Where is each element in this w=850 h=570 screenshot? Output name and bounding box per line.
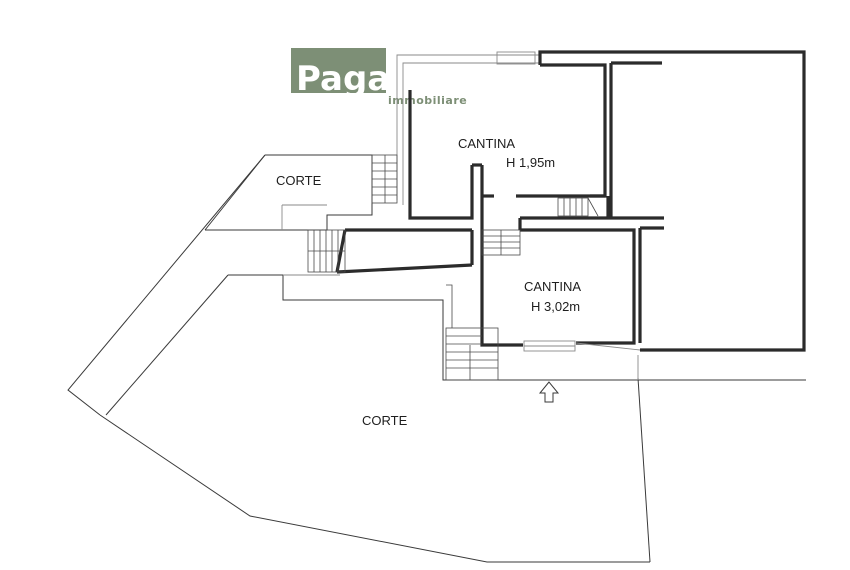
stair-center: [481, 229, 521, 256]
top-window: [496, 51, 536, 65]
yard-lower-name: CORTE: [362, 413, 408, 428]
yard-boundaries: [67, 154, 806, 563]
paganini-logo: Paganini immobiliare: [291, 48, 467, 107]
upper-yard-outline: [205, 154, 373, 231]
stair-upper-left: [371, 154, 398, 204]
room-upper-name: CANTINA: [458, 136, 515, 151]
building-front-line: [228, 274, 806, 381]
yard-upper-name: CORTE: [276, 173, 322, 188]
yard-left-edge: [67, 154, 266, 416]
logo-tagline: immobiliare: [388, 94, 467, 107]
stair-corridor-left: [307, 229, 346, 273]
entrance-arrow-icon: [538, 381, 560, 403]
stairs: [307, 154, 599, 381]
labels: CANTINA H 1,95m CANTINA H 3,02m CORTE CO…: [276, 136, 581, 428]
logo-brand: Paganini: [296, 59, 462, 99]
stair-lower: [445, 284, 499, 381]
logo-block: [291, 48, 386, 93]
room-upper-height: H 1,95m: [506, 155, 555, 170]
yard-lower-edge: [99, 414, 650, 563]
room-lower-name: CANTINA: [524, 279, 581, 294]
room-lower-height: H 3,02m: [531, 299, 580, 314]
stair-upper-right: [557, 197, 599, 217]
openings: [523, 340, 641, 352]
building-frame: [396, 51, 540, 205]
